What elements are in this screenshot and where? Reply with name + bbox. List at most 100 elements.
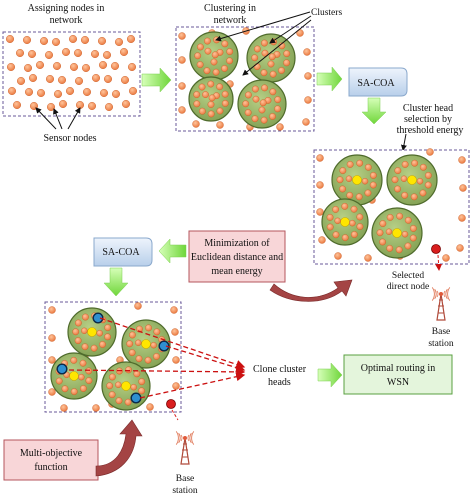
sensor-node xyxy=(128,86,137,95)
sensor-node xyxy=(326,223,334,231)
sensor-node xyxy=(211,51,219,59)
sensor-node xyxy=(52,38,61,47)
sensor-node xyxy=(172,382,180,390)
sensor-node xyxy=(96,330,103,337)
sensor-node xyxy=(114,38,123,47)
sensor-node xyxy=(170,306,178,314)
sensor-node xyxy=(79,385,87,392)
sensor-node xyxy=(210,58,218,66)
sensor-node xyxy=(178,82,186,90)
sensor-node xyxy=(115,397,123,405)
sensor-node xyxy=(458,156,466,164)
bottom-direct-link xyxy=(171,409,179,421)
sensor-node xyxy=(355,193,363,201)
minimization-line3: mean energy xyxy=(211,266,262,277)
sensor-node xyxy=(61,385,69,393)
sensor-node xyxy=(48,388,56,396)
sensor-node xyxy=(208,94,216,102)
sensor-node xyxy=(424,181,432,189)
sensor-node xyxy=(178,32,186,40)
sensor-node xyxy=(456,244,464,252)
sensor-node xyxy=(90,344,98,352)
bottom-direct-node xyxy=(166,399,176,409)
sensor-node xyxy=(258,106,266,114)
sensor-node xyxy=(82,313,89,321)
sensor-node xyxy=(207,80,215,88)
sensor-node xyxy=(134,302,142,310)
sensor-node xyxy=(221,100,229,107)
sensor-node xyxy=(150,342,157,349)
sensor-node xyxy=(364,189,372,197)
sensor-node xyxy=(90,50,99,59)
clustering-title-line2: network xyxy=(214,15,247,26)
sensor-node xyxy=(196,61,204,69)
sensor-pointer-2 xyxy=(53,108,63,130)
sensor-node xyxy=(400,175,408,182)
cluster-head-node xyxy=(121,381,131,391)
sensor-node xyxy=(72,328,80,336)
sensor-node xyxy=(144,356,152,364)
cluster-head-node xyxy=(340,217,350,227)
sensor-node xyxy=(395,246,403,254)
sensor-node xyxy=(97,37,106,46)
sa-coa-mid-box: SA-COA xyxy=(93,237,153,267)
sensor-node xyxy=(251,115,259,123)
sa-coa-top-box: SA-COA xyxy=(348,67,408,97)
flow-arrow-2 xyxy=(316,66,343,92)
sensor-node xyxy=(316,208,324,216)
base-station-bottom-line2: station xyxy=(172,486,198,495)
base-station-bottom-line1: Base xyxy=(176,474,194,484)
sensor-node xyxy=(136,325,143,333)
sensor-node xyxy=(70,388,78,396)
sensor-node xyxy=(369,172,377,179)
sensor-node xyxy=(339,185,346,193)
sa-coa-mid-label: SA-COA xyxy=(102,247,140,258)
sensor-node xyxy=(326,213,334,221)
sensor-node xyxy=(410,193,418,201)
sensor-node xyxy=(103,74,112,83)
sensor-node xyxy=(133,370,141,378)
sensor-node xyxy=(145,324,152,332)
sensor-node xyxy=(332,231,340,239)
sensor-node xyxy=(269,113,276,120)
sensor-node xyxy=(350,205,358,213)
clone-cluster-head-node xyxy=(56,363,68,375)
assigning-title-line1: Assigning nodes in xyxy=(28,3,105,14)
sensor-node xyxy=(178,56,186,64)
ch-selection-pointer xyxy=(400,133,407,151)
sensor-node xyxy=(193,91,201,98)
sensor-node xyxy=(356,213,364,221)
sensor-node xyxy=(192,120,200,128)
sensor-node xyxy=(349,219,356,227)
sensor-node xyxy=(401,161,409,168)
sensor-node xyxy=(25,87,34,96)
sensor-node xyxy=(128,349,136,357)
minimization-box: Minimization of Euclidean distance and m… xyxy=(188,230,286,283)
sensor-node xyxy=(419,163,427,171)
sensor-node xyxy=(54,89,63,98)
sensor-node xyxy=(198,83,206,91)
sensor-node xyxy=(87,101,96,110)
sensor-node xyxy=(334,252,342,260)
clone-link-4 xyxy=(139,372,246,399)
sensor-node xyxy=(80,36,89,45)
sensor-node xyxy=(68,35,77,44)
sensor-node xyxy=(53,62,62,71)
sa-coa-top-label: SA-COA xyxy=(357,78,395,89)
sensor-node xyxy=(74,337,82,345)
sensor-node xyxy=(85,367,93,375)
cluster-head-node xyxy=(352,175,362,185)
sensor-node xyxy=(268,53,276,61)
clustering-panel xyxy=(175,26,315,132)
cluster-head-selection-line2: selection by xyxy=(404,114,452,125)
clone-heads-line2: heads xyxy=(268,377,291,388)
sensor-node xyxy=(29,73,38,82)
assigning-nodes-box xyxy=(2,31,141,117)
sensor-node xyxy=(69,63,78,72)
sensor-node xyxy=(261,39,268,47)
sensor-node xyxy=(316,181,324,189)
sensor-node xyxy=(120,75,129,84)
sensor-node xyxy=(119,48,128,57)
